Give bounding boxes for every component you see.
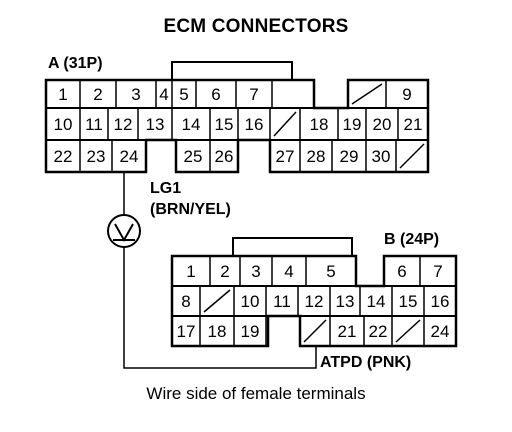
lg1-wire-label: LG1 [150,180,182,197]
terminal-number: 23 [87,147,106,166]
terminal-number: 2 [220,262,229,281]
terminal-number: 15 [215,115,234,134]
terminal-number: 5 [326,262,335,281]
terminal-number: 26 [215,147,234,166]
terminal-number: 4 [284,262,293,281]
diagram-caption: Wire side of female terminals [146,384,366,403]
terminal-number: 7 [249,85,258,104]
connector-a-label: A (31P) [48,55,103,72]
terminal-number: 30 [372,147,391,166]
connector-b-lock-tab [232,237,353,256]
terminal-number: 6 [211,85,220,104]
lg1-wire-color: (BRN/YEL) [150,201,231,218]
blank-terminal-slash [395,319,421,343]
connector-b-label: B (24P) [384,231,440,248]
terminal-number: 3 [131,85,140,104]
diagram-title: ECM CONNECTORS [163,16,349,37]
terminal-number: 12 [114,115,133,134]
terminal-number: 21 [404,115,423,134]
terminal-number: 12 [305,292,324,311]
terminal-number: 20 [373,115,392,134]
terminal-number: 1 [58,85,67,104]
terminal-number: 18 [310,115,329,134]
terminal-number: 2 [93,85,102,104]
terminal-number: 14 [182,115,201,134]
terminal-number: 15 [399,292,418,311]
terminal-number: 13 [336,292,355,311]
atpd-wire [123,247,317,369]
terminal-number: 19 [343,115,362,134]
blank-terminal-slash [203,289,231,313]
terminal-number: 24 [120,147,139,166]
terminal-number: 16 [431,292,450,311]
atpd-wire-label: ATPD (PNK) [320,354,412,371]
terminal-number: 4 [159,85,168,104]
terminal-number: 28 [307,147,326,166]
blank-terminal-slash [351,83,383,105]
terminal-number: 3 [251,262,260,281]
terminal-number: 19 [241,322,260,341]
terminal-number: 6 [397,262,406,281]
blank-terminal-slash [399,143,425,169]
terminal-number: 10 [241,292,260,311]
terminal-number: 11 [85,115,103,134]
terminal-number: 17 [177,322,196,341]
ground-symbol-v [114,223,134,243]
connector-a-lock-tab [171,61,293,80]
terminal-number: 7 [433,262,442,281]
ground-symbol-icon [107,214,141,248]
blank-terminal-slash [273,111,297,137]
terminal-number: 24 [431,322,450,341]
terminal-number: 10 [54,115,73,134]
terminal-number: 5 [179,85,188,104]
blank-terminal-slash [303,319,327,343]
terminal-number: 18 [208,322,227,341]
terminal-number: 8 [181,292,190,311]
terminal-number: 11 [273,292,291,311]
terminal-number: 14 [367,292,386,311]
terminal-number: 29 [340,147,359,166]
terminal-number: 25 [184,147,203,166]
terminal-number: 22 [54,147,73,166]
terminal-number: 27 [276,147,295,166]
terminal-number: 16 [245,115,264,134]
terminal-number: 1 [186,262,195,281]
terminal-number: 22 [369,322,388,341]
terminal-number: 13 [146,115,165,134]
terminal-number: 21 [338,322,357,341]
terminal-number: 9 [402,85,411,104]
